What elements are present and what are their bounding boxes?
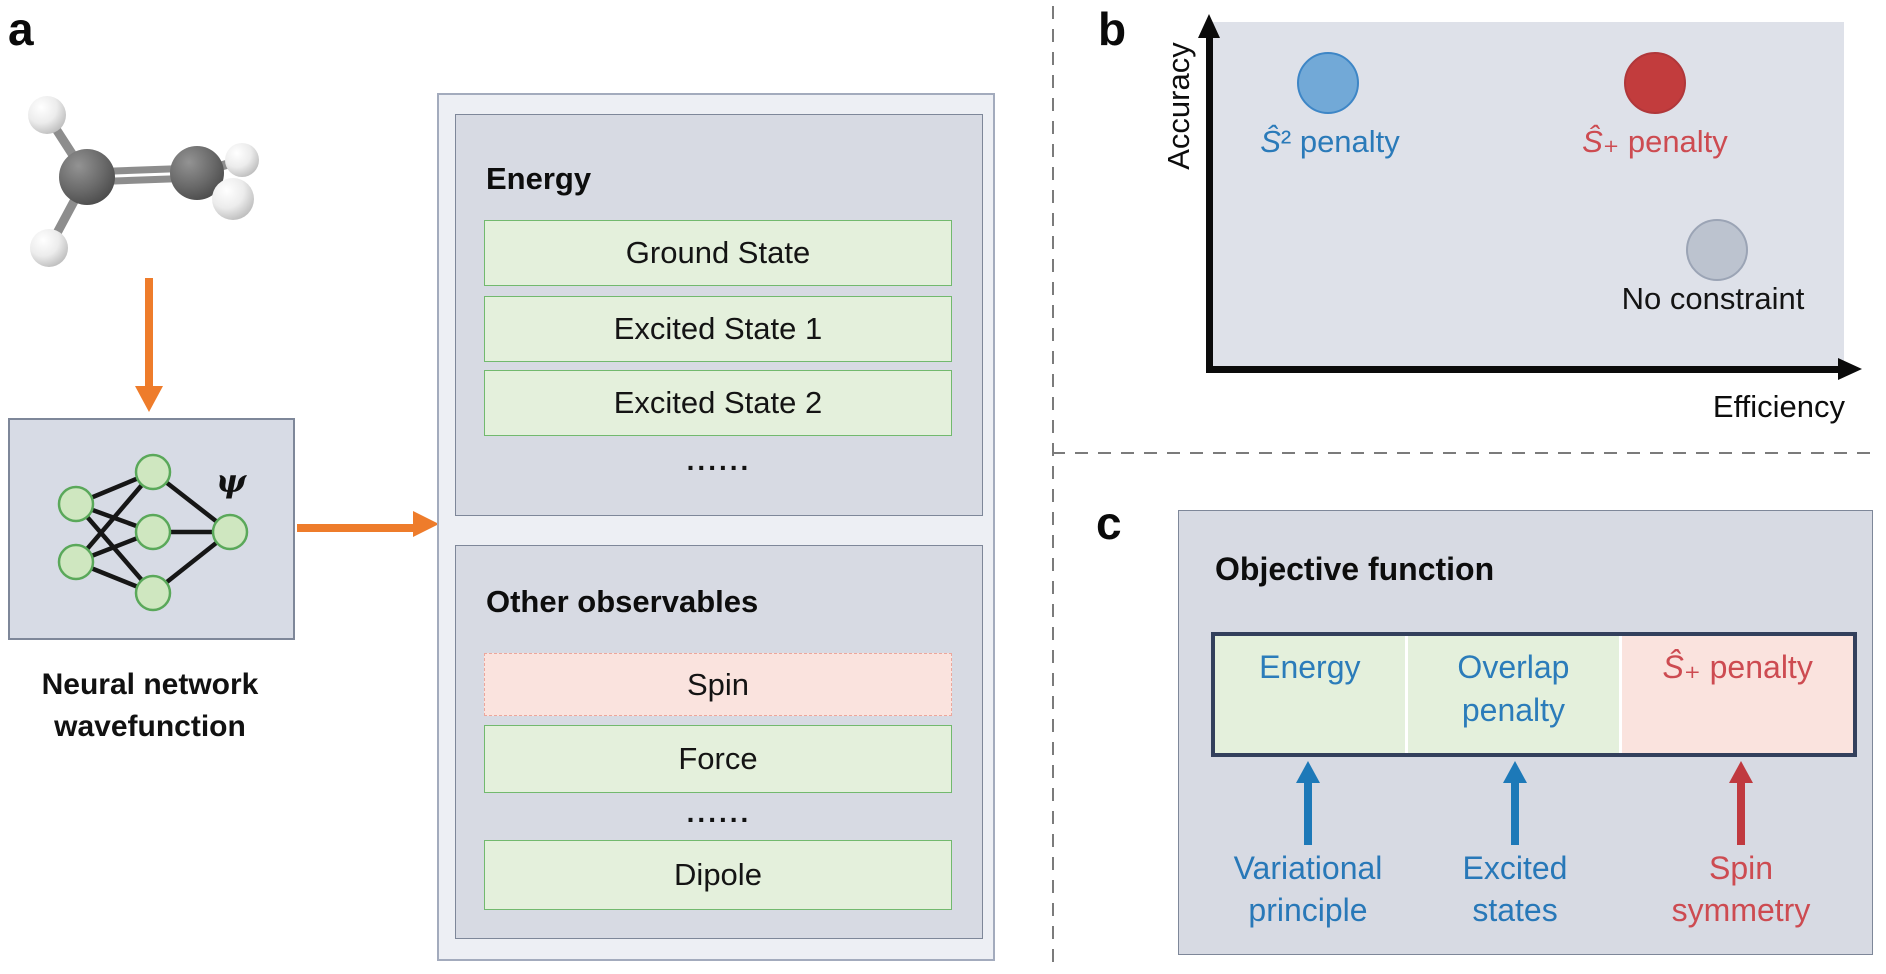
- hydrogen-atom: [28, 96, 66, 134]
- annotation-line: Variational: [1233, 850, 1383, 886]
- data-point-label-s-plus-penalty: Ŝ₊ penalty: [1535, 124, 1775, 160]
- network-caption-line1: Neural network: [41, 668, 259, 701]
- y-axis-label: Accuracy: [1161, 42, 1196, 170]
- variational-principle-arrowhead: [1296, 761, 1320, 783]
- annotation-spin-symmetry: Spin symmetry: [1616, 847, 1866, 931]
- psi-symbol: ψ: [216, 462, 247, 500]
- carbon-atom: [170, 146, 224, 200]
- observable-row-dipole: Dipole: [484, 840, 952, 910]
- energy-row-excited-state-2: Excited State 2: [484, 370, 952, 436]
- x-axis-arrowhead: [1838, 358, 1862, 380]
- carbon-atom: [59, 149, 115, 205]
- neural-network-graph: [57, 453, 249, 612]
- term-energy-label: Energy: [1259, 649, 1361, 685]
- network-to-output-arrowhead: [413, 511, 439, 537]
- penalty-text: ₊ penalty: [1602, 124, 1728, 159]
- s-hat-symbol: Ŝ: [1662, 649, 1684, 685]
- observables-ellipsis: ......: [686, 797, 752, 828]
- data-point-no-constraint: [1686, 219, 1748, 281]
- s-hat-symbol: Ŝ: [1260, 124, 1281, 159]
- s-hat-symbol: Ŝ: [1582, 124, 1603, 159]
- energy-row-excited-state-1: Excited State 1: [484, 296, 952, 362]
- term-s-plus-penalty-label: Ŝ₊ penalty: [1663, 646, 1813, 689]
- energy-group-title: Energy: [486, 161, 592, 196]
- energy-group-box: Energy Ground State Excited State 1 Exci…: [455, 114, 983, 516]
- energy-row-label: Excited State 1: [613, 311, 823, 346]
- observable-row-spin: Spin: [484, 653, 952, 716]
- x-axis-label: Efficiency: [1712, 389, 1845, 424]
- outputs-container: Energy Ground State Excited State 1 Exci…: [437, 93, 995, 961]
- observable-row-label: Force: [678, 741, 758, 776]
- spin-symmetry-arrowhead: [1729, 761, 1753, 783]
- panel-b-label: b: [1098, 3, 1128, 55]
- term-overlap-penalty: Overlap penalty: [1407, 636, 1620, 753]
- energy-ellipsis: ......: [686, 445, 752, 476]
- y-axis-arrowhead: [1198, 14, 1220, 38]
- neural-network-box: ψ: [8, 418, 295, 640]
- horizontal-dashed-divider: [1052, 452, 1880, 454]
- data-point-label-s2-penalty: Ŝ² penalty: [1210, 124, 1450, 160]
- objective-terms-bar: Energy Overlap penalty Ŝ₊ penalty: [1211, 632, 1857, 757]
- hydrogen-atom: [225, 143, 259, 177]
- hydrogen-atom: [30, 229, 68, 267]
- energy-row-label: Excited State 2: [613, 385, 823, 420]
- penalty-text: ² penalty: [1280, 124, 1400, 159]
- energy-row-label: Ground State: [625, 235, 811, 270]
- observable-row-force: Force: [484, 725, 952, 793]
- annotation-line: principle: [1248, 892, 1368, 928]
- y-axis: [1206, 36, 1213, 372]
- annotation-line: symmetry: [1671, 892, 1811, 928]
- data-point-s-plus-penalty: [1624, 52, 1686, 114]
- observables-group-title: Other observables: [486, 584, 759, 619]
- annotation-excited-states: Excited states: [1390, 847, 1640, 931]
- hydrogen-atom: [212, 178, 254, 220]
- annotation-line: Spin: [1708, 850, 1774, 886]
- network-caption: Neural network wavefunction: [0, 664, 310, 748]
- objective-function-title: Objective function: [1215, 551, 1495, 587]
- spin-symmetry-arrow: [1737, 783, 1745, 845]
- vertical-dashed-divider: [1052, 6, 1054, 968]
- molecule-to-network-arrowhead: [135, 386, 163, 412]
- observable-row-label: Spin: [686, 666, 750, 702]
- annotation-line: states: [1472, 892, 1558, 928]
- observables-group-box: Other observables Spin Force ...... Dipo…: [455, 545, 983, 939]
- term-s-plus-penalty: Ŝ₊ penalty: [1622, 636, 1853, 753]
- annotation-variational-principle: Variational principle: [1183, 847, 1433, 931]
- data-point-label-no-constraint: No constraint: [1621, 281, 1805, 316]
- energy-row-ground-state: Ground State: [484, 220, 952, 286]
- molecule-to-network-arrow: [145, 278, 153, 388]
- excited-states-arrowhead: [1503, 761, 1527, 783]
- network-caption-line2: wavefunction: [54, 710, 246, 743]
- panel-a-label: a: [8, 3, 35, 55]
- term-energy: Energy: [1215, 636, 1405, 753]
- network-nodes: [57, 453, 249, 612]
- penalty-text: ₊ penalty: [1683, 649, 1813, 685]
- term-overlap-penalty-label: Overlap penalty: [1457, 649, 1570, 728]
- annotation-line: Excited: [1462, 850, 1568, 886]
- variational-principle-arrow: [1304, 783, 1312, 845]
- excited-states-arrow: [1511, 783, 1519, 845]
- molecule-image: [28, 96, 259, 267]
- observable-row-label: Dipole: [674, 857, 762, 892]
- data-point-s2-penalty: [1297, 52, 1359, 114]
- panel-c-label: c: [1096, 497, 1123, 549]
- objective-function-box: Objective function Energy Overlap penalt…: [1178, 510, 1873, 955]
- network-to-output-arrow: [297, 524, 415, 532]
- x-axis: [1206, 366, 1838, 373]
